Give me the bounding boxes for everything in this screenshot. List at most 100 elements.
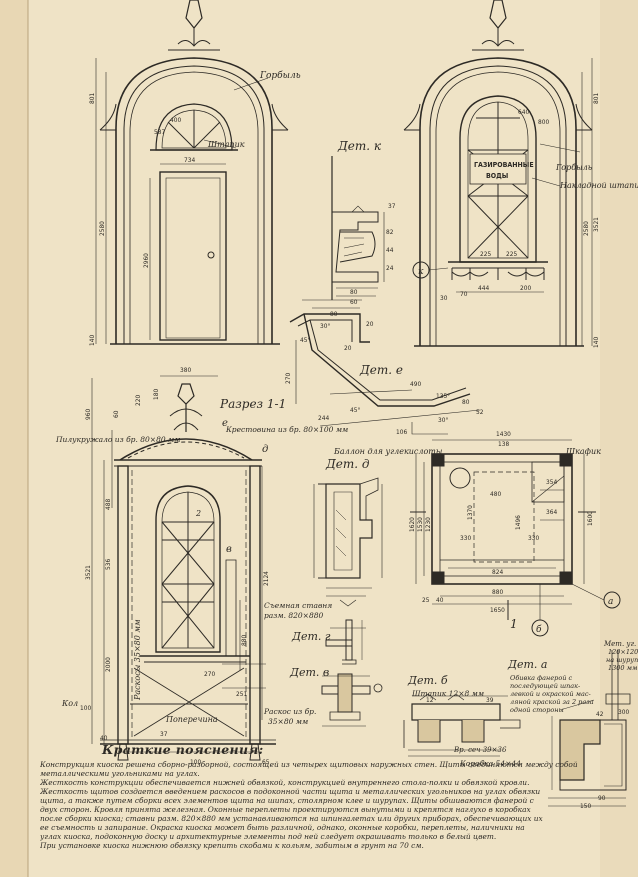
dim-2124: 2124	[262, 571, 270, 586]
dim-225-b: 225	[506, 250, 517, 258]
dim-587: 587	[154, 128, 165, 136]
dim-490: 490	[410, 380, 421, 388]
label-kol: Кол	[61, 699, 78, 708]
label-met-ug-2: 120×120	[608, 648, 638, 656]
notes-line-5: щита, а также путем сборки всех элементо…	[40, 796, 534, 805]
dim-100-kol: 100	[80, 704, 91, 712]
label-shtapik-1: Штапик	[207, 140, 245, 149]
front-elevation-right	[403, 0, 593, 347]
dim-2000: 2000	[104, 657, 112, 672]
label-razrez: Разрез 1-1	[219, 397, 286, 411]
dim-801-left: 801	[88, 93, 96, 104]
dim-880: 880	[240, 635, 248, 646]
dim-220: 220	[134, 395, 142, 406]
dim-1430: 1430	[496, 430, 511, 438]
dim-30deg-b: 30°	[438, 416, 448, 424]
label-det-g: Дет. г	[291, 630, 331, 643]
dim-24: 24	[386, 264, 394, 272]
detail-v-drawing	[321, 673, 383, 727]
label-det-v: Дет. в	[289, 666, 329, 679]
right-edge-shade	[600, 0, 638, 877]
notes-line-7: после сборки киоска; ставни разм. 820×88…	[40, 814, 543, 823]
dim-12: 12	[426, 696, 434, 704]
dim-106: 106	[396, 428, 407, 436]
dim-30: 30	[440, 294, 448, 302]
label-obivka-2: последующей шпак-	[510, 682, 580, 690]
notes-line-4: Жесткость щитов создается введением раск…	[40, 787, 541, 796]
dim-1230: 1230	[424, 517, 432, 532]
dim-40: 40	[100, 734, 108, 742]
detail-e-drawing	[289, 299, 481, 435]
dim-80-e: 80	[330, 310, 338, 318]
label-raskosy: Раскосы 35×80 мм	[133, 619, 142, 701]
dim-42: 42	[596, 710, 604, 718]
dimensions-layer: 801 587 400 734 2580 2960 140 801 640 80…	[80, 93, 629, 810]
label-obivka-3: левкой и окраской мас-	[510, 690, 591, 698]
dim-52: 52	[476, 408, 484, 416]
dim-65: 65	[262, 758, 270, 766]
dim-1600: 1600	[586, 511, 594, 526]
mark-d: д	[262, 444, 268, 455]
dim-138: 138	[498, 440, 509, 448]
dim-880-plan: 880	[492, 588, 503, 596]
dim-244: 244	[318, 414, 329, 422]
dim-1620: 1620	[408, 517, 416, 532]
dim-480: 480	[490, 490, 501, 498]
detail-d-drawing	[313, 477, 383, 607]
label-krestovina: Крестовина из бр. 80×100 мм	[225, 425, 348, 434]
dim-488: 488	[104, 499, 112, 510]
label-met-ug-3: на шурупах	[606, 656, 638, 664]
dim-3521-section: 3521	[84, 565, 92, 580]
dim-180: 180	[152, 389, 160, 400]
dim-2580-right: 2580	[582, 221, 590, 236]
label-semnaya-stavnya: Съемная ставня	[264, 601, 332, 610]
label-gorbyl-2: Горбыль	[555, 163, 592, 172]
dim-1370: 1370	[466, 505, 474, 520]
notes-line-6: двух сторон. Кровля принята железная. Ок…	[40, 805, 531, 814]
label-nakladnoy-shtapik: Накладной штапик	[559, 181, 638, 190]
mark-b: б	[536, 624, 542, 635]
detail-g-drawing	[325, 619, 366, 665]
dim-2960: 2960	[142, 253, 150, 268]
label-poperechina: Поперечина	[165, 715, 218, 724]
label-raskos-size: 35×80 мм	[268, 717, 308, 726]
label-det-a: Дет. а	[507, 658, 547, 671]
dim-140-right: 140	[592, 337, 600, 348]
detail-b-drawing	[403, 693, 521, 757]
dim-45deg-a: 45°	[300, 336, 310, 344]
dim-45deg-b: 45°	[350, 406, 360, 414]
label-obivka-1: Обивка фанерой с	[510, 674, 573, 682]
label-det-b: Дет. б	[407, 674, 448, 687]
dim-1650: 1650	[490, 606, 505, 614]
notes-line-2: металлическими угольниками на углах.	[40, 769, 200, 778]
detail-k-drawing	[331, 156, 385, 300]
dim-135deg: 135°	[436, 392, 450, 400]
notes-line-10: При установке киоска нижнюю обвязку креп…	[40, 841, 424, 850]
dim-800: 800	[538, 118, 549, 126]
dim-37: 37	[388, 202, 396, 210]
dim-40-plan: 40	[436, 596, 444, 604]
dim-640: 640	[518, 108, 529, 116]
dim-3521-right: 3521	[592, 217, 600, 232]
dim-1530: 1530	[416, 517, 424, 532]
dim-380: 380	[180, 366, 191, 374]
label-det-k: Дет. к	[337, 139, 382, 153]
dim-364: 364	[546, 508, 557, 516]
label-ballon: Баллон для углекислоты	[333, 447, 442, 456]
dim-225-a: 225	[480, 250, 491, 258]
detail-a-drawing	[548, 650, 631, 807]
label-shtapik-2: Штапик 12×8 мм	[411, 689, 484, 698]
dim-200: 200	[520, 284, 531, 292]
notes-line-1: Конструкция киоска решена сборно-разборн…	[40, 760, 578, 769]
notes-line-3: Жесткость конструкции обеспечивается ниж…	[40, 778, 530, 787]
label-shkafik: Шкафик	[565, 447, 601, 456]
label-semnaya-size: разм. 820×880	[264, 611, 323, 620]
dim-20-e2: 20	[366, 320, 374, 328]
dim-251: 251	[236, 690, 247, 698]
dim-734: 734	[184, 156, 195, 164]
dim-140-left: 140	[88, 335, 96, 346]
label-gazirovannye: ГАЗИРОВАННЫЕ	[474, 161, 534, 169]
dim-70: 70	[460, 290, 468, 298]
